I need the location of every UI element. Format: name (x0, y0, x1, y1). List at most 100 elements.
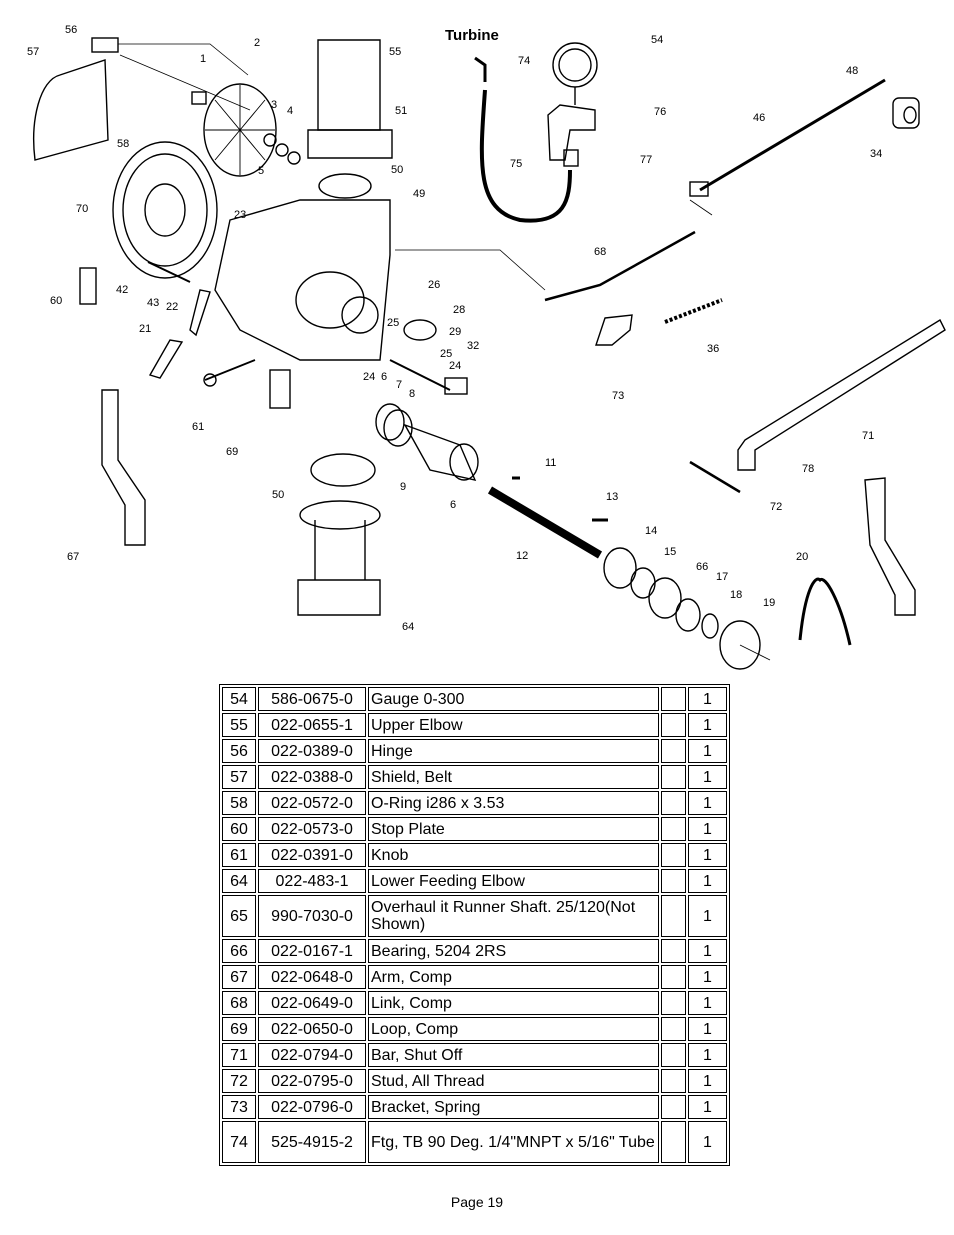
callout-label: 56 (65, 24, 77, 36)
callout-label: 7 (396, 379, 402, 391)
callout-label: 3 (271, 99, 277, 111)
callout-label: 6 (381, 371, 387, 383)
upper-elbow (317, 39, 381, 131)
callout-label: 14 (645, 525, 657, 537)
callout-label: 60 (50, 295, 62, 307)
cover-plate (112, 141, 218, 279)
callout-label: 29 (449, 326, 461, 338)
turbine-housing (214, 199, 391, 361)
callout-label: 13 (606, 491, 618, 503)
callout-label: 6 (450, 499, 456, 511)
hose (479, 89, 572, 223)
callout-label: 54 (651, 34, 663, 46)
exploded-parts-diagram: Turbine (27, 24, 946, 670)
callout-label: 77 (640, 154, 652, 166)
page-number: Page 19 (450, 1194, 504, 1210)
callout-label: 67 (67, 551, 79, 563)
callout-label: 34 (870, 148, 882, 160)
callout-label: 25 (387, 317, 399, 329)
runner-shaft (487, 486, 603, 559)
rod (699, 78, 886, 192)
callout-label: 57 (27, 46, 39, 58)
callout-label: 61 (192, 421, 204, 433)
callout-label: 58 (117, 138, 129, 150)
impeller (203, 83, 277, 177)
callout-label: 21 (139, 323, 151, 335)
callout-label: 78 (802, 463, 814, 475)
callout-label: 25 (440, 348, 452, 360)
callout-label: 2 (254, 37, 260, 49)
callout-label: 75 (510, 158, 522, 170)
callout-label: 46 (753, 112, 765, 124)
callout-label: 1 (200, 53, 206, 65)
callout-label: 22 (166, 301, 178, 313)
loop-comp (269, 369, 291, 409)
callout-label: 32 (467, 340, 479, 352)
callout-label: 50 (272, 489, 284, 501)
link-comp (544, 230, 696, 302)
belt-shield (33, 59, 109, 161)
lower-feeding-elbow (297, 579, 381, 616)
callout-label: 24 (363, 371, 375, 383)
callout-label: 48 (846, 65, 858, 77)
callout-label: 28 (453, 304, 465, 316)
callout-label: 5 (258, 165, 264, 177)
o-ring-upper (318, 173, 372, 199)
v-belt (798, 577, 852, 646)
arm-comp (101, 389, 146, 546)
diagram-title: Turbine (445, 27, 499, 44)
callout-label: 42 (116, 284, 128, 296)
callout-label: 69 (226, 446, 238, 458)
callout-label: 19 (763, 597, 775, 609)
callout-label: 72 (770, 501, 782, 513)
callout-label: 76 (654, 106, 666, 118)
callout-label: 9 (400, 481, 406, 493)
callout-label: 43 (147, 297, 159, 309)
bearing-housing (403, 423, 477, 481)
shut-off-bar (737, 319, 946, 471)
callout-label: 68 (594, 246, 606, 258)
bearing (603, 547, 637, 589)
pulley (719, 620, 761, 670)
callout-label: 17 (716, 571, 728, 583)
callout-label: 70 (76, 203, 88, 215)
callout-label: 11 (545, 457, 556, 469)
callout-label: 50 (391, 164, 403, 176)
callout-label: 55 (389, 46, 401, 58)
callout-label: 23 (234, 209, 246, 221)
callout-label: 64 (402, 621, 414, 633)
callout-label: 36 (707, 343, 719, 355)
callout-label: 66 (696, 561, 708, 573)
callout-label: 51 (395, 105, 407, 117)
callout-label: 24 (449, 360, 461, 372)
nut (191, 91, 207, 105)
callout-label: 26 (428, 279, 440, 291)
callout-label: 20 (796, 551, 808, 563)
callout-label: 71 (862, 430, 874, 442)
hinge (91, 37, 119, 53)
callout-label: 4 (287, 105, 293, 117)
elbow-fitting (474, 56, 487, 82)
callout-label: 73 (612, 390, 624, 402)
callout-label: 15 (664, 546, 676, 558)
callout-label: 18 (730, 589, 742, 601)
callout-label: 12 (516, 550, 528, 562)
